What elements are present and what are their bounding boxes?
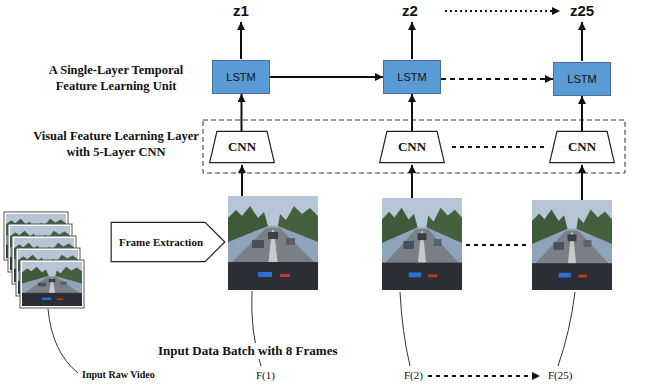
input-arrows bbox=[242, 165, 582, 200]
node-text: LSTM bbox=[397, 71, 426, 83]
flow-arrow bbox=[270, 76, 383, 78]
batch-label: Input Data Batch with 8 Frames bbox=[155, 343, 340, 359]
video-frame bbox=[532, 200, 612, 290]
lstm-cell: LSTM bbox=[383, 60, 441, 94]
video-frame bbox=[382, 198, 462, 290]
layer-label: A Single-Layer Temporal Feature Learning… bbox=[30, 62, 202, 94]
node-text: CNN bbox=[228, 139, 256, 155]
flow-arrow bbox=[241, 94, 243, 131]
raw-video-stack bbox=[4, 212, 84, 308]
output-label: z2 bbox=[402, 2, 418, 20]
output-label: z25 bbox=[570, 2, 594, 20]
cnn-trapezoid: CNN bbox=[209, 131, 275, 163]
frame-label: F(1) bbox=[256, 369, 275, 382]
extraction-arrow-box: Frame Extraction bbox=[110, 222, 226, 262]
node-text: CNN bbox=[568, 139, 596, 155]
lstm-cell: LSTM bbox=[212, 60, 270, 94]
node-text: Frame Extraction bbox=[119, 236, 217, 248]
flow-arrow bbox=[441, 78, 553, 80]
input-label: Input Raw Video bbox=[82, 369, 155, 381]
output-arrows bbox=[241, 22, 582, 61]
video-frame bbox=[228, 196, 318, 290]
continuation-dashes bbox=[428, 11, 560, 376]
leader-lines bbox=[48, 291, 575, 373]
frame-label: F(25) bbox=[548, 369, 572, 382]
layer-label: Visual Feature Learning Layer with 5-Lay… bbox=[30, 128, 202, 160]
flow-arrow bbox=[411, 94, 413, 131]
lstm-cell: LSTM bbox=[553, 62, 611, 96]
cnn-layer-bracket bbox=[203, 120, 625, 173]
node-text: CNN bbox=[398, 139, 426, 155]
output-label: z1 bbox=[233, 2, 249, 20]
flow-arrow bbox=[581, 96, 583, 131]
frame-label: F(2) bbox=[404, 369, 423, 382]
node-text: LSTM bbox=[226, 71, 255, 83]
cnn-trapezoid: CNN bbox=[549, 131, 615, 163]
cnn-trapezoid: CNN bbox=[379, 131, 445, 163]
node-text: LSTM bbox=[567, 73, 596, 85]
